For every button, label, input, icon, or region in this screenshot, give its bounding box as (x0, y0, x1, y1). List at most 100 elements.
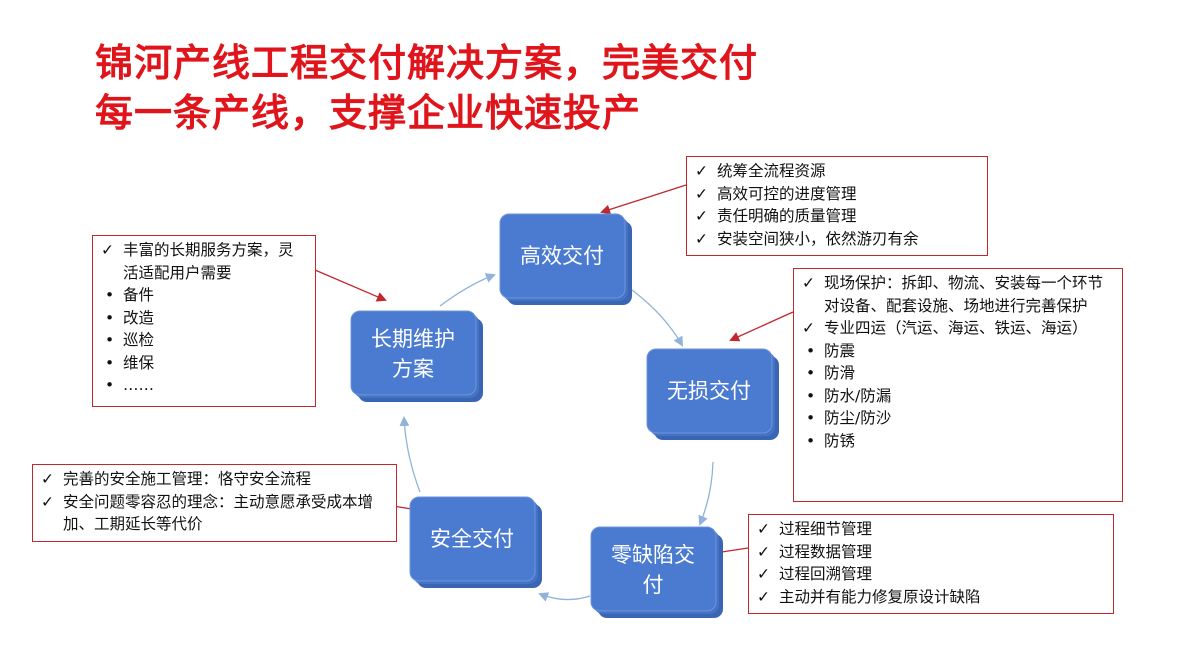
list-item-text: 专业四运（汽运、海运、铁运、海运） (824, 319, 1088, 337)
bullet-icon: • (806, 409, 816, 427)
list-item-text: 防滑 (824, 364, 856, 382)
bullet-icon: • (806, 386, 816, 405)
list-item-text: 防震 (824, 341, 856, 360)
checkmark-icon: ✓ (802, 274, 815, 292)
node-maintenance-label-line1: 长期维护 (371, 327, 455, 351)
bullet-icon: • (105, 376, 115, 394)
list-item-text: 防水/防漏 (824, 386, 892, 405)
node-safety-label: 安全交付 (430, 527, 514, 551)
list-item-text: 改造 (123, 308, 155, 327)
list-item-text: 安全问题零容忍的理念：主动意愿承受成本增加、工期延长等代价 (63, 492, 374, 534)
list-item: • 防水/防漏 (802, 385, 1114, 408)
cycle-arrow-maintenance-to-efficient (439, 273, 496, 307)
list-item-text: 过程细节管理 (779, 520, 873, 538)
cycle-arrow-safety-to-maintenance (399, 416, 421, 493)
node-lossless-delivery: 无损交付 (646, 348, 779, 440)
node-zero-defect-delivery: 零缺陷交 付 (590, 526, 723, 618)
checkmark-icon: ✓ (695, 229, 708, 248)
bullet-icon: • (105, 286, 115, 304)
title-line-2: 每一条产线，支撑企业快速投产 (95, 91, 642, 135)
list-item-text: 过程回溯管理 (779, 565, 873, 583)
list-item: • 维保 (101, 352, 307, 375)
checkmark-icon: ✓ (101, 241, 114, 259)
list-item-text: 丰富的长期服务方案，灵活适配用户需要 (123, 241, 294, 282)
list-item-text: 备件 (123, 286, 155, 304)
list-item: ✓ 安装空间狭小，依然游刃有余 (695, 228, 979, 251)
box-zero-defect-delivery: ✓ 过程细节管理 ✓ 过程数据管理 ✓ 过程回溯管理 ✓ 主动并有能力修复原设计缺陷 (748, 514, 1114, 614)
checkmark-icon: ✓ (695, 207, 708, 225)
node-maintenance-plan: 长期维护 方案 (350, 310, 483, 402)
list-item: • …… (101, 374, 307, 397)
list-item: ✓ 专业四运（汽运、海运、铁运、海运） (802, 317, 1114, 340)
list-item-text: 维保 (123, 353, 155, 372)
bullet-list: ✓ 丰富的长期服务方案，灵活适配用户需要 • 备件 • 改造 • 巡检 • 维保 • …… (101, 239, 307, 397)
bullet-icon: • (806, 341, 816, 360)
bullet-list: ✓ 现场保护：拆卸、物流、安装每一个环节对设备、配套设施、场地进行完善保护 ✓ 专业四… (802, 272, 1114, 452)
checkmark-icon: ✓ (757, 520, 770, 538)
checkmark-icon: ✓ (802, 319, 815, 337)
bullet-icon: • (105, 331, 115, 349)
connector-efficient (600, 184, 687, 215)
list-item: ✓ 丰富的长期服务方案，灵活适配用户需要 (101, 239, 307, 284)
list-item: ✓ 过程回溯管理 (757, 563, 1105, 586)
list-item: ✓ 过程细节管理 (757, 518, 1105, 541)
list-item-text: …… (123, 376, 154, 394)
box-long-term-maintenance: ✓ 丰富的长期服务方案，灵活适配用户需要 • 备件 • 改造 • 巡检 • 维保 • …… (92, 235, 316, 407)
node-lossless-label: 无损交付 (667, 379, 751, 403)
list-item-text: 巡检 (123, 331, 155, 349)
list-item-text: 统筹全流程资源 (717, 162, 826, 180)
list-item: ✓ 完善的安全施工管理：恪守安全流程 (41, 468, 388, 491)
list-item: • 防锈 (802, 430, 1114, 453)
node-zero-defect-label-line1: 零缺陷交 (611, 543, 695, 567)
node-efficient-label: 高效交付 (520, 244, 604, 268)
box-lossless-delivery: ✓ 现场保护：拆卸、物流、安装每一个环节对设备、配套设施、场地进行完善保护 ✓ 专业四… (793, 268, 1123, 502)
bullet-icon: • (105, 308, 115, 327)
list-item-text: 防尘/防沙 (824, 409, 892, 427)
list-item-text: 过程数据管理 (779, 542, 873, 561)
checkmark-icon: ✓ (695, 184, 708, 203)
checkmark-icon: ✓ (41, 492, 54, 511)
cycle-arrow-zero-defect-to-safety (538, 592, 591, 602)
bullet-icon: • (806, 431, 816, 450)
box-safety-delivery: ✓ 完善的安全施工管理：恪守安全流程 ✓ 安全问题零容忍的理念：主动意愿承受成本增加、… (32, 464, 397, 542)
checkmark-icon: ✓ (41, 470, 54, 488)
checkmark-icon: ✓ (695, 162, 708, 180)
list-item-text: 高效可控的进度管理 (717, 184, 857, 203)
list-item-text: 现场保护：拆卸、物流、安装每一个环节对设备、配套设施、场地进行完善保护 (824, 274, 1104, 315)
list-item: ✓ 责任明确的质量管理 (695, 205, 979, 228)
list-item: • 防尘/防沙 (802, 407, 1114, 430)
list-item: •防滑 (802, 362, 1114, 385)
list-item-text: 完善的安全施工管理：恪守安全流程 (63, 470, 312, 488)
cycle-arrow-efficient-to-lossless (631, 289, 683, 347)
list-item-text: 防锈 (824, 431, 856, 450)
checkmark-icon: ✓ (757, 587, 770, 606)
list-item-text: 安装空间狭小，依然游刃有余 (717, 229, 919, 248)
node-maintenance-label-line2: 方案 (392, 357, 434, 381)
connector-lossless (729, 311, 794, 342)
bullet-icon: • (105, 353, 115, 372)
slide-title: 锦河产线工程交付解决方案，完美交付 每一条产线，支撑企业快速投产 (95, 38, 758, 138)
checkmark-icon: ✓ (757, 542, 770, 561)
list-item: • 防震 (802, 340, 1114, 363)
bullet-list: ✓ 过程细节管理 ✓ 过程数据管理 ✓ 过程回溯管理 ✓ 主动并有能力修复原设计缺陷 (757, 518, 1105, 608)
list-item: ✓ 统筹全流程资源 (695, 160, 979, 183)
bullet-list: ✓ 统筹全流程资源 ✓ 高效可控的进度管理 ✓ 责任明确的质量管理 ✓ 安装空间狭小，依然游刃… (695, 160, 979, 250)
connector-maintenance (314, 269, 387, 302)
node-efficient-delivery: 高效交付 (499, 213, 632, 305)
title-line-1: 锦河产线工程交付解决方案，完美交付 (95, 41, 759, 85)
list-item: • 备件 (101, 284, 307, 307)
list-item-text: 主动并有能力修复原设计缺陷 (779, 587, 981, 606)
cycle-arrow-lossless-to-zero-defect (698, 461, 714, 526)
list-item: • 巡检 (101, 329, 307, 352)
node-safety-delivery: 安全交付 (409, 496, 542, 588)
list-item: ✓ 安全问题零容忍的理念：主动意愿承受成本增加、工期延长等代价 (41, 491, 388, 536)
list-item: • 改造 (101, 307, 307, 330)
list-item-text: 责任明确的质量管理 (717, 207, 857, 225)
node-zero-defect-label-line2: 付 (643, 573, 664, 597)
list-item: ✓ 过程数据管理 (757, 541, 1105, 564)
box-efficient-delivery: ✓ 统筹全流程资源 ✓ 高效可控的进度管理 ✓ 责任明确的质量管理 ✓ 安装空间狭小，依然游刃… (686, 156, 988, 256)
list-item: ✓ 高效可控的进度管理 (695, 183, 979, 206)
list-item: ✓ 现场保护：拆卸、物流、安装每一个环节对设备、配套设施、场地进行完善保护 (802, 272, 1114, 317)
checkmark-icon: ✓ (757, 565, 770, 583)
